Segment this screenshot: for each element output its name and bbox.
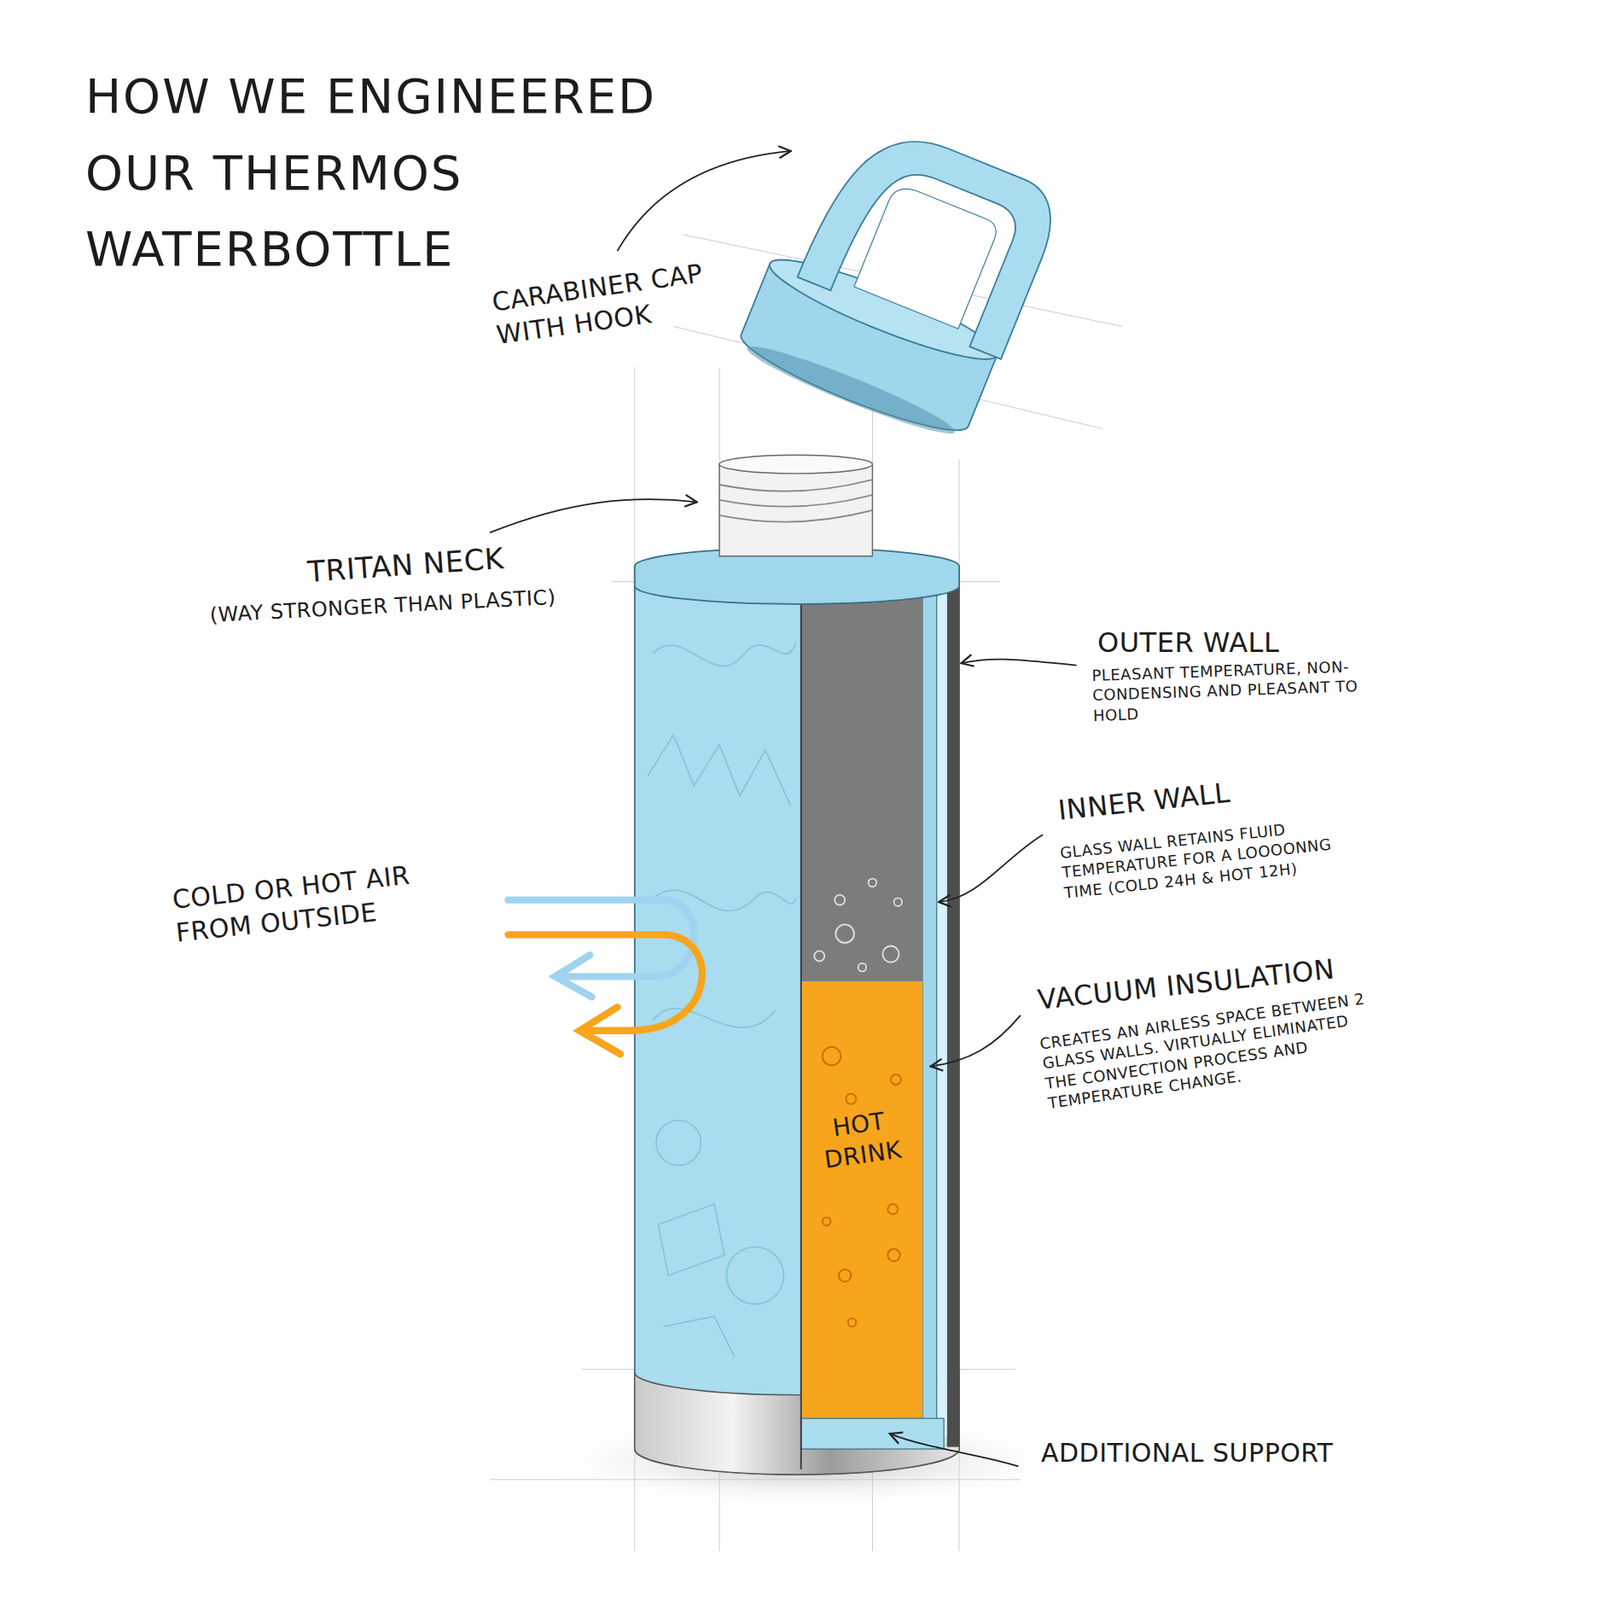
annotation-label: CARABINER CAP WITH HOOK — [489, 249, 762, 352]
bubble — [858, 963, 867, 972]
thread — [719, 479, 873, 492]
bubble — [845, 1093, 856, 1105]
bubble — [890, 1074, 902, 1085]
bubble — [894, 897, 903, 907]
bubble — [887, 1249, 900, 1262]
air-bubbles — [814, 878, 902, 972]
annotation-label: TRITAN NECK — [306, 535, 565, 591]
leader-line — [960, 659, 1077, 666]
annotation-label: INNER WALL — [1056, 768, 1298, 830]
hot-drink-liquid — [801, 981, 923, 1419]
bubble — [835, 924, 855, 943]
bubble — [814, 950, 825, 961]
outer-wall — [947, 579, 960, 1447]
hot-air-head — [579, 1006, 621, 1054]
bubble — [887, 1204, 898, 1215]
bubble — [882, 945, 899, 962]
cap-hook — [797, 114, 1067, 360]
liquid-label: HOT DRINK — [808, 1103, 913, 1179]
cutaway-edge — [800, 573, 803, 1470]
construction-lines — [489, 234, 1123, 1552]
inner-glass-wall — [922, 579, 937, 1432]
annotation-label: GLASS WALL RETAINS FLUID TEMPERATURE FOR… — [1058, 811, 1362, 902]
neck-opening — [719, 454, 873, 474]
drink-bubbles — [822, 1047, 902, 1327]
neck-threads — [719, 479, 873, 523]
bubble — [834, 895, 845, 906]
hook-opening — [854, 182, 1001, 329]
doodle — [663, 1316, 735, 1358]
thread — [719, 510, 873, 523]
leader-line — [616, 151, 791, 251]
bubble — [868, 878, 878, 888]
vacuum-gap — [936, 579, 948, 1437]
doodle — [652, 642, 796, 666]
bubble — [838, 1269, 851, 1282]
doodle — [657, 1204, 725, 1276]
body-pattern — [647, 642, 796, 1357]
leader-line — [938, 834, 1043, 902]
leader-line — [489, 499, 698, 533]
carabiner-cap — [733, 102, 1067, 449]
annotation-label: PLEASANT TEMPERATURE, NON-CONDENSING AND… — [1091, 655, 1384, 726]
annotation-label: COLD OR HOT AIR FROM OUTSIDE — [170, 850, 483, 949]
leader-line — [890, 1433, 1019, 1467]
doodle — [726, 1246, 784, 1304]
cold-air-head — [555, 954, 593, 997]
bubble — [822, 1047, 842, 1066]
annotation-label: ADDITIONAL SUPPORT — [1041, 1436, 1383, 1470]
liquid-region: HOT DRINK — [801, 981, 923, 1413]
bottle-body — [634, 566, 960, 1475]
title: HOW WE ENGINEERED OUR THERMOS WATERBOTTL… — [85, 58, 700, 288]
leader-line — [930, 1015, 1021, 1067]
annotation-label: OUTER WALL — [1097, 625, 1337, 662]
thread — [719, 494, 873, 507]
doodle — [647, 734, 791, 807]
air-space — [801, 579, 923, 982]
bubble — [822, 1217, 832, 1227]
bubble — [848, 1318, 857, 1327]
leader-lines — [489, 151, 1077, 1467]
annotation-label: (WAY STRONGER THAN PLASTIC) — [209, 581, 620, 629]
air-arrows — [508, 900, 703, 1055]
tritan-neck — [719, 464, 873, 557]
doodle — [656, 1120, 702, 1166]
cap-rim — [742, 336, 960, 443]
